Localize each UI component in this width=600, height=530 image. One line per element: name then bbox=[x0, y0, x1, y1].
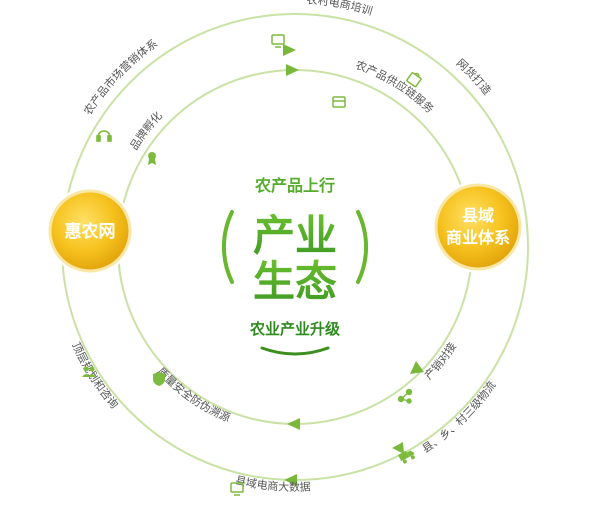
outer-label-top-right-text: 网货打造 bbox=[454, 56, 495, 97]
center-top-text: 农产品上行 bbox=[254, 176, 335, 195]
arrow-outer-bottom bbox=[284, 474, 297, 486]
center-bracket-left bbox=[221, 210, 234, 284]
arrow-outer-right bbox=[392, 442, 404, 454]
inner-label-bottom-left-text: 质量安全防伪溯源 bbox=[154, 365, 232, 425]
data-monitor-icon bbox=[230, 482, 244, 496]
inner-label-top-left: 品牌孵化 bbox=[128, 108, 165, 152]
center-title-line2: 生态 bbox=[253, 257, 337, 306]
outer-label-bottom-right: 县、乡、村三级物流 bbox=[420, 378, 499, 455]
outer-label-top-left: 农产品市场营销体系 bbox=[81, 37, 160, 117]
right-node-line1: 县域 bbox=[462, 206, 494, 225]
outer-label-bottom-right-text: 县、乡、村三级物流 bbox=[420, 378, 499, 455]
center-bracket-right bbox=[356, 210, 369, 284]
headset-icon bbox=[96, 130, 112, 142]
inner-label-bottom-left: 质量安全防伪溯源 bbox=[154, 365, 232, 425]
product-bag-icon bbox=[406, 72, 422, 88]
outer-label-top-left-text: 农产品市场营销体系 bbox=[81, 37, 160, 117]
right-node: 县域 商业体系 bbox=[432, 181, 524, 273]
shield-check-icon bbox=[153, 372, 165, 386]
inner-label-top-right: 农产品供应链服务 bbox=[354, 58, 436, 116]
center-underline bbox=[260, 346, 330, 356]
arrow-inner-bottom bbox=[287, 418, 300, 430]
network-link-icon bbox=[397, 388, 413, 404]
people-group-icon bbox=[82, 366, 96, 377]
inner-label-top-right-text: 农产品供应链服务 bbox=[354, 58, 436, 116]
training-screen-icon bbox=[271, 34, 285, 48]
left-node-label: 惠农网 bbox=[65, 221, 116, 242]
supply-box-icon bbox=[332, 96, 346, 108]
arrow-inner-top bbox=[286, 64, 299, 76]
arrow-inner-right bbox=[410, 361, 424, 374]
center-bottom-text: 农业产业升级 bbox=[249, 320, 341, 338]
delivery-truck-icon bbox=[398, 450, 415, 464]
center-title-line1: 产业 bbox=[253, 211, 337, 260]
left-node: 惠农网 bbox=[46, 187, 134, 275]
brand-award-icon bbox=[148, 152, 156, 165]
right-node-line2: 商业体系 bbox=[446, 228, 510, 247]
outer-label-bottom-text: 县域电商大数据 bbox=[234, 474, 311, 494]
arrow-outer-top bbox=[283, 44, 296, 56]
outer-label-top-right: 网货打造 bbox=[454, 56, 495, 97]
outer-label-bottom: 县域电商大数据 bbox=[234, 474, 311, 494]
inner-label-top-left-text: 品牌孵化 bbox=[128, 108, 165, 152]
